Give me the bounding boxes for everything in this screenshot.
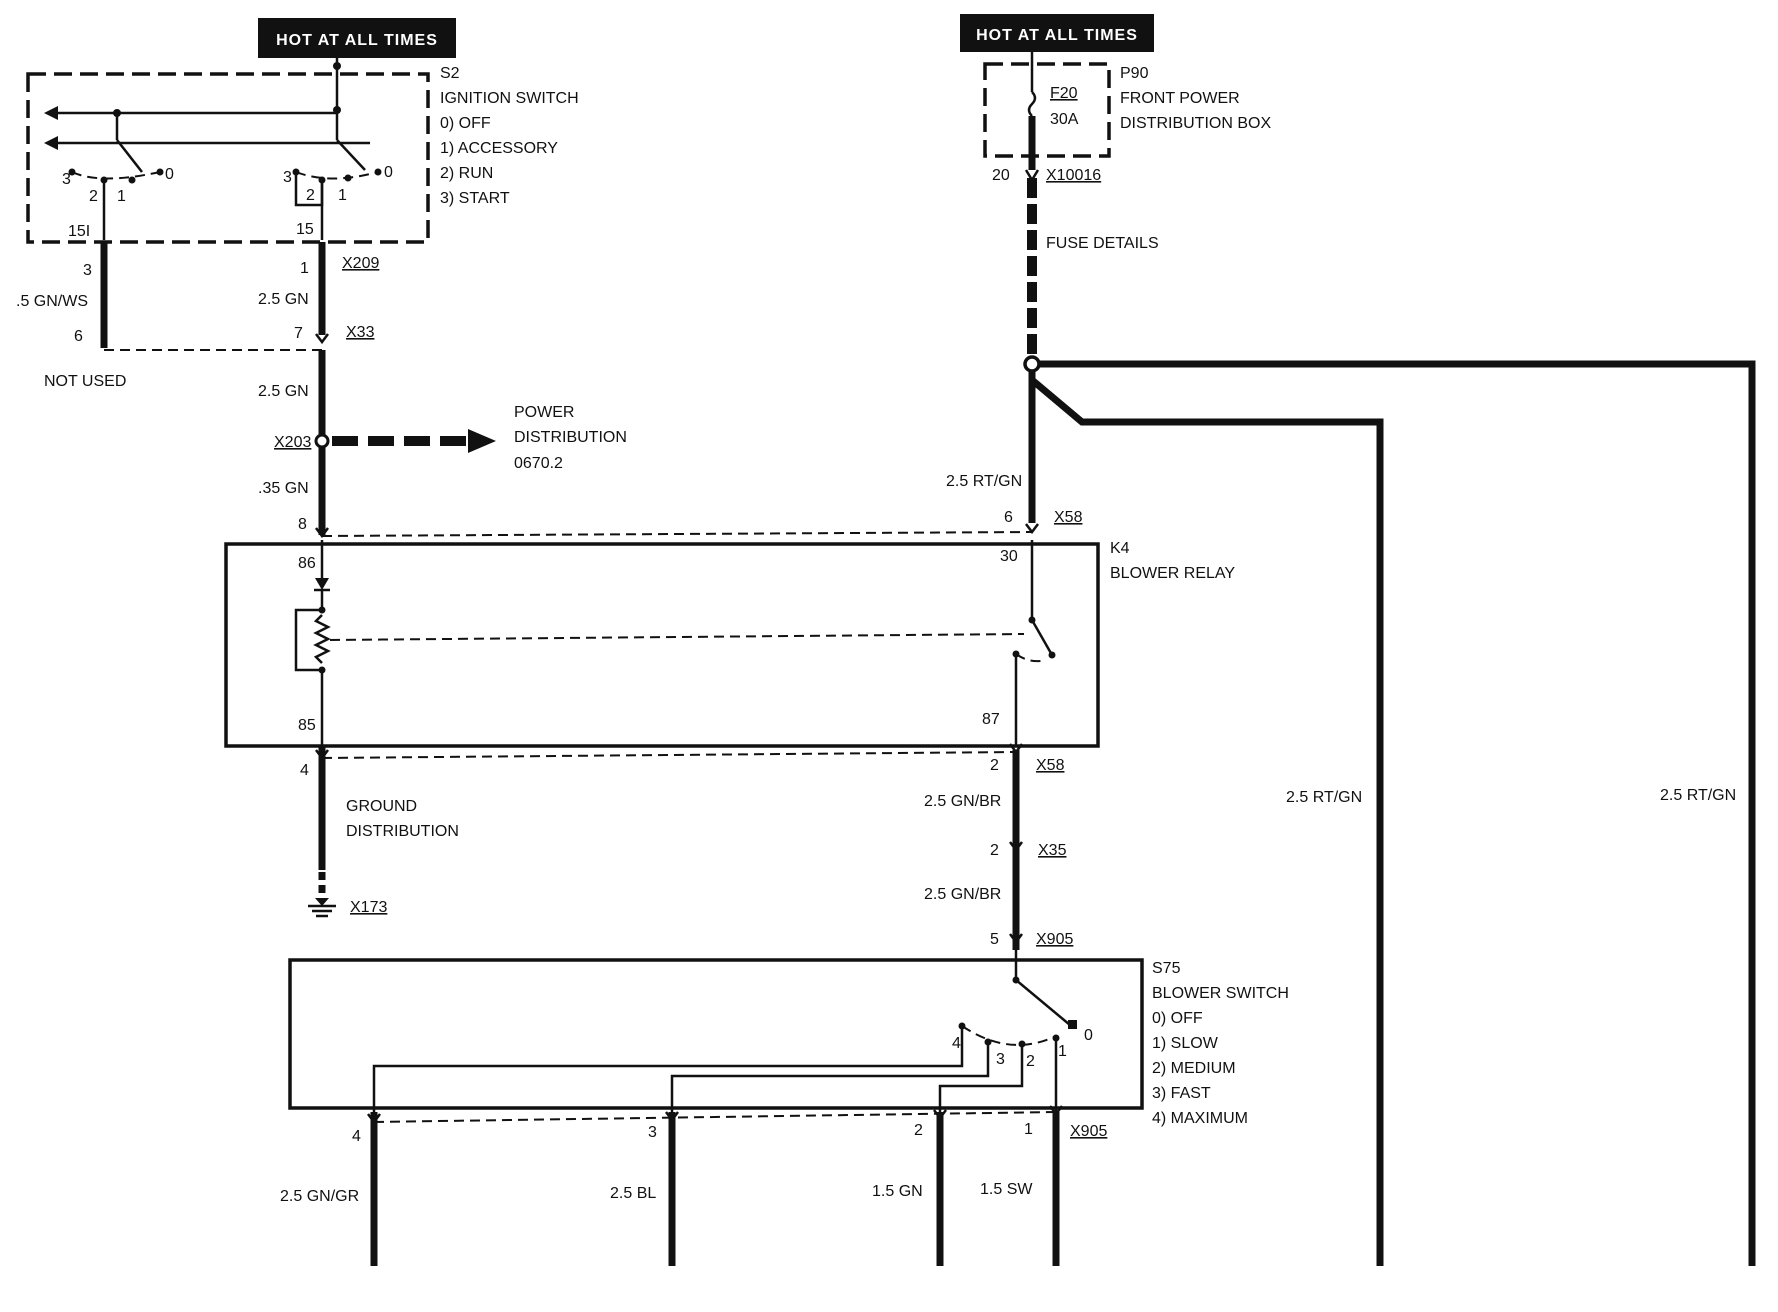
- banner-right: HOT AT ALL TIMES: [960, 14, 1154, 52]
- left-wires: 3 .5 GN/WS 6 NOT USED 1 X209 2.5 GN 7 X3…: [16, 242, 627, 535]
- s75-position-off: 0) OFF: [1152, 1010, 1203, 1027]
- pin-30: 30: [1000, 548, 1018, 565]
- fuse-f20: F20: [1050, 85, 1078, 102]
- s2-contact-3b: 3: [283, 169, 292, 186]
- pin-6: 6: [74, 328, 83, 345]
- s2-position-run: 2) RUN: [440, 165, 493, 182]
- s2-contact-0b: 0: [384, 164, 393, 181]
- fuse-rating: 30A: [1050, 111, 1079, 128]
- s75-name: BLOWER SWITCH: [1152, 985, 1289, 1002]
- banner-right-text: HOT AT ALL TIMES: [976, 27, 1138, 44]
- connector-x905-bottom: X905: [1070, 1123, 1107, 1140]
- s75-contact-4: 4: [952, 1035, 961, 1052]
- power-distribution-line2: DISTRIBUTION: [514, 429, 627, 446]
- pin-1: 1: [300, 260, 309, 277]
- s2-contact-2b: 2: [306, 187, 315, 204]
- k4-name: BLOWER RELAY: [1110, 565, 1235, 582]
- wire-label-35-gn: .35 GN: [258, 480, 309, 497]
- pin-20: 20: [992, 167, 1010, 184]
- wire-label-rt-gn-branch1: 2.5 RT/GN: [1286, 789, 1362, 806]
- pin-4-ground: 4: [300, 762, 309, 779]
- connector-x10016: X10016: [1046, 167, 1101, 184]
- wire-label-gn-br-a: 2.5 GN/BR: [924, 793, 1001, 810]
- s75-contact-2: 2: [1026, 1053, 1035, 1070]
- s75-position-slow: 1) SLOW: [1152, 1035, 1219, 1052]
- ground-distribution-line2: DISTRIBUTION: [346, 823, 459, 840]
- s75-contact-1: 1: [1058, 1043, 1067, 1060]
- blower-output-wires: 4 3 2 1 X905 2.5 GN/GR 2.5 BL 1.5 GN 1.5…: [280, 1105, 1107, 1266]
- connector-x35: X35: [1038, 842, 1067, 859]
- s2-position-off: 0) OFF: [440, 115, 491, 132]
- fuse-details-label: FUSE DETAILS: [1046, 235, 1159, 252]
- s75-id: S75: [1152, 960, 1181, 977]
- s2-contact-1: 1: [117, 188, 126, 205]
- s2-id: S2: [440, 65, 460, 82]
- s75-position-medium: 2) MEDIUM: [1152, 1060, 1236, 1077]
- connector-x905-top: X905: [1036, 931, 1073, 948]
- pin-2-x905: 2: [914, 1122, 923, 1139]
- blower-relay: 86 85 30 87 6 X58 2.5 RT/GN K4 BLOWER RE…: [224, 473, 1235, 748]
- wire-label-sw: 1.5 SW: [980, 1181, 1033, 1198]
- connector-x203: X203: [274, 434, 311, 451]
- pin-1-x905: 1: [1024, 1121, 1033, 1138]
- wire-label-gn-ws: .5 GN/WS: [16, 293, 88, 310]
- wire-label-rt-gn-relay: 2.5 RT/GN: [946, 473, 1022, 490]
- banner-left-text: HOT AT ALL TIMES: [276, 32, 438, 49]
- s2-contact-3: 3: [62, 171, 71, 188]
- wire-label-2-5-gn-a: 2.5 GN: [258, 291, 309, 308]
- connector-x33: X33: [346, 324, 375, 341]
- pin-6-x58: 6: [1004, 509, 1013, 526]
- wire-label-2-5-gn-b: 2.5 GN: [258, 383, 309, 400]
- ground-distribution-line1: GROUND: [346, 798, 417, 815]
- s75-position-fast: 3) FAST: [1152, 1085, 1211, 1102]
- ground-symbol-icon: [308, 898, 336, 918]
- connector-x58-top: X58: [1054, 509, 1083, 526]
- pin-2-x35: 2: [990, 842, 999, 859]
- k4-id: K4: [1110, 540, 1130, 557]
- pin-7: 7: [294, 325, 303, 342]
- s2-contact-2: 2: [89, 188, 98, 205]
- wire-label-bl: 2.5 BL: [610, 1185, 656, 1202]
- s75-position-maximum: 4) MAXIMUM: [1152, 1110, 1248, 1127]
- p90-name-line1: FRONT POWER: [1120, 90, 1240, 107]
- s2-contact-0: 0: [165, 166, 174, 183]
- pin-86: 86: [298, 555, 316, 572]
- connector-x58-bottom: X58: [1036, 757, 1065, 774]
- s2-contact-1b: 1: [338, 187, 347, 204]
- s75-contact-0: 0: [1084, 1027, 1093, 1044]
- wire-label-gn-br-b: 2.5 GN/BR: [924, 886, 1001, 903]
- front-power-distribution-box: F20 30A P90 FRONT POWER DISTRIBUTION BOX…: [983, 52, 1756, 1266]
- wire-label-rt-gn-branch2: 2.5 RT/GN: [1660, 787, 1736, 804]
- pin-87: 87: [982, 711, 1000, 728]
- s75-contact-3: 3: [996, 1051, 1005, 1068]
- s2-terminal-15: 15: [296, 221, 314, 238]
- blower-feed-wires: 2 X58 2.5 GN/BR 2 X35 2.5 GN/BR 5 X905: [924, 750, 1073, 950]
- pin-8: 8: [298, 516, 307, 533]
- s2-name: IGNITION SWITCH: [440, 90, 579, 107]
- p90-name-line2: DISTRIBUTION BOX: [1120, 115, 1271, 132]
- p90-id: P90: [1120, 65, 1149, 82]
- ground-circuit: 4 GROUND DISTRIBUTION X173: [300, 743, 1023, 918]
- pin-3: 3: [83, 262, 92, 279]
- pin-3-x905: 3: [648, 1124, 657, 1141]
- s2-terminal-15i: 15I: [68, 223, 90, 240]
- connector-x173: X173: [350, 899, 387, 916]
- pin-2-x58: 2: [990, 757, 999, 774]
- pin-5-x905: 5: [990, 931, 999, 948]
- pin-85: 85: [298, 717, 316, 734]
- wire-label-1-5-gn: 1.5 GN: [872, 1183, 923, 1200]
- not-used-label: NOT USED: [44, 373, 126, 390]
- wire-label-gn-gr: 2.5 GN/GR: [280, 1188, 359, 1205]
- pin-4-x905: 4: [352, 1128, 361, 1145]
- ignition-switch: 3 2 1 0 3 2 1 0 15I 15 S2 IGNITION SWITC…: [26, 58, 579, 244]
- s2-position-start: 3) START: [440, 190, 510, 207]
- connector-x209: X209: [342, 255, 379, 272]
- power-distribution-line1: POWER: [514, 404, 574, 421]
- banner-left: HOT AT ALL TIMES: [258, 18, 456, 58]
- power-distribution-ref: 0670.2: [514, 455, 563, 472]
- s2-position-accessory: 1) ACCESSORY: [440, 140, 558, 157]
- blower-switch: 4 3 2 1 0 S75 BLOWER SWITCH 0) OFF 1) SL…: [288, 950, 1289, 1127]
